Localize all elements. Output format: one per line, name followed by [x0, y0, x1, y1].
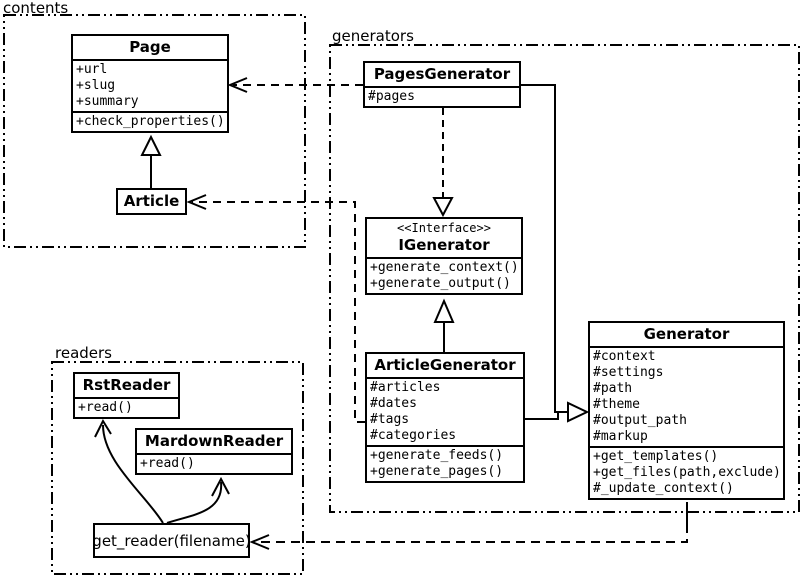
igenerator-stereotype: <<Interface>>	[397, 221, 491, 235]
class-box-page: Page +url +slug +summary +check_properti…	[71, 34, 229, 133]
class-title-markdownreader: MardownReader	[137, 430, 291, 455]
class-box-article: Article	[116, 188, 187, 215]
attribute: +slug	[76, 78, 116, 93]
attribute: #tags	[370, 412, 410, 427]
articlegenerator-to-article-dependency-arrow	[186, 194, 365, 423]
attribute: #categories	[370, 428, 457, 443]
class-title-pagesgenerator: PagesGenerator	[365, 63, 519, 88]
class-title-generator: Generator	[590, 323, 783, 348]
markdownreader-methods: +read()	[137, 455, 291, 473]
getreader-to-rstreader-arrow	[94, 418, 164, 524]
getreader-to-markdownreader-arrow	[166, 476, 230, 524]
class-title-page: Page	[73, 36, 227, 61]
attribute: +url	[76, 62, 108, 77]
pagesgenerator-attributes: #pages	[365, 88, 519, 106]
contents-package-border	[3, 14, 306, 248]
class-box-igenerator: <<Interface>> IGenerator +generate_conte…	[365, 217, 523, 295]
method: +get_files(path,exclude)	[593, 465, 781, 480]
method: +generate_feeds()	[370, 448, 504, 463]
method: +get_templates()	[593, 449, 719, 464]
class-title-rstreader: RstReader	[75, 374, 178, 399]
class-title-articlegenerator: ArticleGenerator	[367, 354, 523, 379]
generator-to-getreader-dependency-arrow	[249, 502, 688, 550]
class-box-pagesgenerator: PagesGenerator #pages	[363, 61, 521, 108]
attribute: #output_path	[593, 413, 687, 428]
page-methods: +check_properties()	[73, 113, 227, 131]
generators-package-border	[329, 44, 800, 513]
method: +read()	[140, 456, 195, 471]
articlegenerator-methods: +generate_feeds() +generate_pages()	[367, 447, 523, 481]
article-to-page-generalization-arrow	[140, 134, 162, 188]
method: +generate_pages()	[370, 464, 504, 479]
igenerator-name: IGenerator	[398, 236, 490, 254]
rstreader-methods: +read()	[75, 399, 178, 417]
pagesgenerator-to-page-dependency-arrow	[227, 77, 363, 93]
get-reader-label: get_reader(filename)	[92, 531, 251, 550]
attribute: #articles	[370, 380, 441, 395]
method: +generate_output()	[370, 276, 511, 291]
get-reader-function-box: get_reader(filename)	[92, 523, 251, 558]
class-box-articlegenerator: ArticleGenerator #articles #dates #tags …	[365, 352, 525, 483]
attribute: #pages	[368, 89, 415, 104]
class-box-markdownreader: MardownReader +read()	[135, 428, 293, 475]
attribute: #path	[593, 381, 633, 396]
igenerator-methods: +generate_context() +generate_output()	[367, 259, 521, 293]
articlegenerator-to-igenerator-generalization-arrow	[433, 298, 455, 352]
method: +read()	[78, 400, 133, 415]
attribute: #context	[593, 349, 656, 364]
attribute: #theme	[593, 397, 640, 412]
readers-package-border	[51, 361, 304, 575]
method: #_update_context()	[593, 481, 734, 496]
class-title-igenerator: <<Interface>> IGenerator	[367, 219, 521, 259]
class-title-article: Article	[123, 192, 180, 210]
package-label-generators: generators	[332, 27, 414, 45]
attribute: +summary	[76, 94, 139, 109]
method: +generate_context()	[370, 260, 519, 275]
generators-to-generator-generalization-arrow	[521, 84, 590, 423]
attribute: #settings	[593, 365, 664, 380]
class-box-generator: Generator #context #settings #path #them…	[588, 321, 785, 500]
generator-attributes: #context #settings #path #theme #output_…	[590, 348, 783, 448]
package-label-contents: contents	[3, 0, 69, 17]
package-label-readers: readers	[55, 344, 112, 362]
attribute: #dates	[370, 396, 417, 411]
class-box-rstreader: RstReader +read()	[73, 372, 180, 419]
pagesgenerator-to-igenerator-realization-arrow	[432, 108, 454, 218]
page-attributes: +url +slug +summary	[73, 61, 227, 113]
method: +check_properties()	[76, 114, 225, 129]
articlegenerator-attributes: #articles #dates #tags #categories	[367, 379, 523, 447]
generator-methods: +get_templates() +get_files(path,exclude…	[590, 448, 783, 498]
attribute: #markup	[593, 429, 648, 444]
